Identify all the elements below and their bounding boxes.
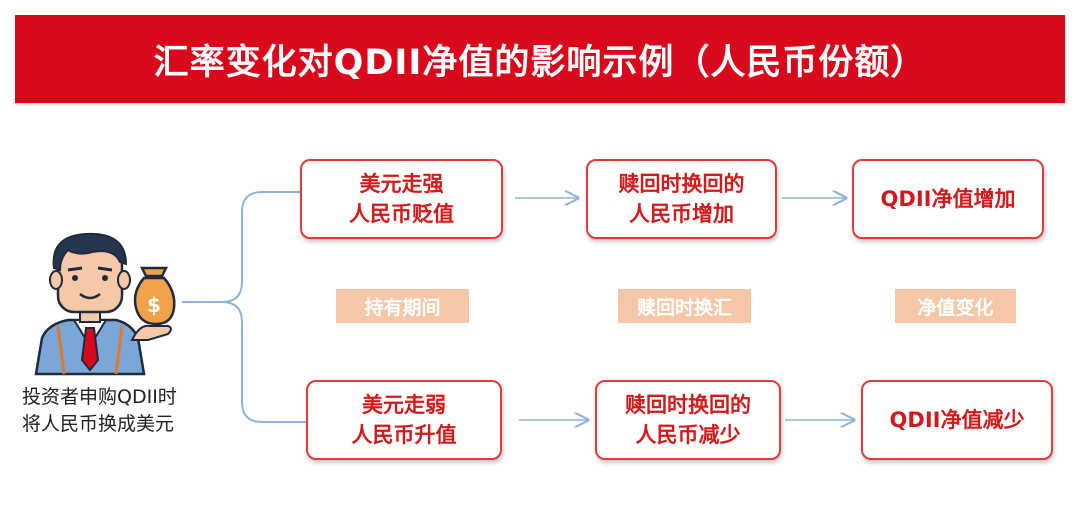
node-text-line: QDII净值增加 [880,187,1016,211]
node-text-line: 人民币升值 [351,423,457,447]
investor-caption-line: 将人民币换成美元 [22,413,175,435]
node-text-line: 赎回时换回的 [618,172,745,196]
phase-label-text: 持有期间 [364,296,441,319]
branch-connector [182,301,306,423]
node-text-line: 赎回时换回的 [625,393,751,417]
bottom-step2-box: 赎回时换回的 人民币减少 [595,380,781,460]
title-banner: 汇率变化对QDII净值的影响示例（人民币份额） [15,15,1065,103]
phase-label-nav-change: 净值变化 [895,289,1016,323]
investor-illustration: $ [34,232,176,376]
phase-label-redeem: 赎回时换汇 [618,289,751,323]
node-text-line: 人民币增加 [629,202,734,226]
svg-text:$: $ [147,293,161,317]
top-step1-box: 美元走强 人民币贬值 [300,159,503,239]
investor-hand [130,324,172,341]
node-text-line: QDII净值减少 [889,408,1025,432]
money-bag-icon: $ [133,266,176,326]
node-text-line: 美元走弱 [362,393,446,417]
top-step3-box: QDII净值增加 [852,159,1044,239]
investor-tie [80,327,100,372]
investor-hair [52,232,128,272]
investor-caption: 投资者申购QDII时 将人民币换成美元 [22,384,232,438]
bottom-step1-box: 美元走弱 人民币升值 [306,380,502,460]
investor-face [56,244,124,314]
node-text-line: 美元走强 [359,172,444,196]
top-step2-box: 赎回时换回的 人民币增加 [586,159,777,239]
branch-connector [182,191,300,303]
bottom-step3-box: QDII净值减少 [861,380,1053,460]
page-title: 汇率变化对QDII净值的影响示例（人民币份额） [153,42,927,83]
node-text-line: 人民币减少 [635,423,741,447]
node-text-line: 人民币贬值 [349,202,454,226]
phase-label-text: 净值变化 [917,296,994,319]
phase-label-text: 赎回时换汇 [636,296,732,319]
phase-label-holding: 持有期间 [336,289,469,323]
investor-caption-line: 投资者申购QDII时 [22,386,177,408]
